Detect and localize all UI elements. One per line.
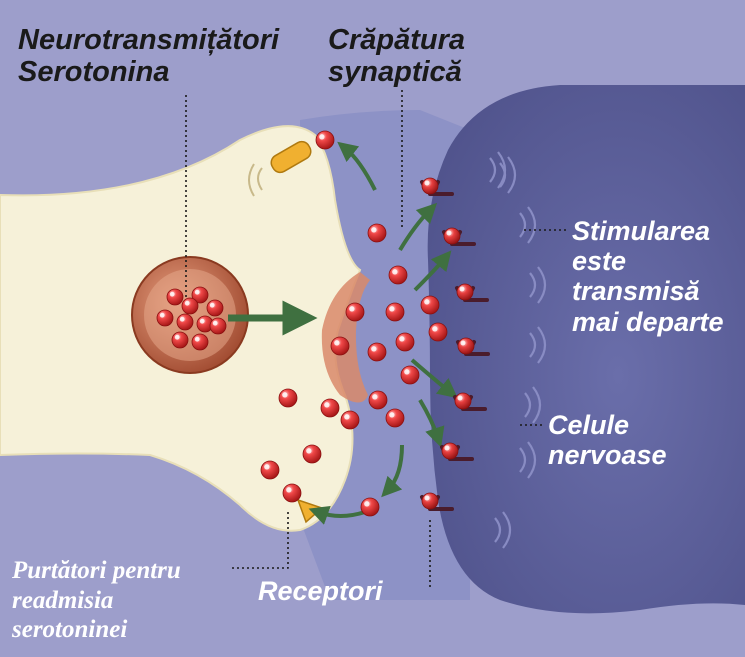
serotonin-molecule-icon xyxy=(361,498,379,516)
serotonin-molecule-icon xyxy=(346,303,364,321)
reuptake-carriers-label-line1: Purtători pentru xyxy=(12,556,181,586)
serotonin-molecule-icon xyxy=(279,389,297,407)
neurotransmitters-label-line1: Neurotransmițători xyxy=(18,24,279,56)
serotonin-molecule-icon xyxy=(368,224,386,242)
reuptake-carriers-label-line3: serotoninei xyxy=(12,615,181,645)
vesicle-serotonin-molecule-icon xyxy=(182,298,198,314)
vesicle-serotonin-molecule-icon xyxy=(207,300,223,316)
serotonin-molecule-icon xyxy=(386,409,404,427)
stimulation-label-line2: este xyxy=(572,246,724,276)
stimulation-label-line1: Stimularea xyxy=(572,216,724,246)
vesicle-serotonin-molecule-icon xyxy=(172,332,188,348)
serotonin-molecule-icon xyxy=(369,391,387,409)
vesicle-serotonin-molecule-icon xyxy=(167,289,183,305)
vesicle-serotonin-molecule-icon xyxy=(192,334,208,350)
stimulation-label-line4: mai departe xyxy=(572,307,724,337)
serotonin-molecule-icon xyxy=(303,445,321,463)
serotonin-molecule-icon xyxy=(321,399,339,417)
serotonin-molecule-icon xyxy=(283,484,301,502)
serotonin-molecule-icon xyxy=(368,343,386,361)
synaptic-cleft-label: Crăpătura synaptică xyxy=(328,24,465,89)
vesicle-serotonin-molecule-icon xyxy=(177,314,193,330)
serotonin-molecule-icon xyxy=(341,411,359,429)
receptors-label: Receptori xyxy=(258,576,383,606)
stimulation-label-line3: transmisă xyxy=(572,276,724,306)
reuptake-carriers-label: Purtători pentru readmisia serotoninei xyxy=(12,556,181,645)
serotonin-molecule-icon xyxy=(401,366,419,384)
synaptic-cleft-label-line1: Crăpătura xyxy=(328,24,465,56)
serotonin-molecule-icon xyxy=(386,303,404,321)
serotonin-molecule-icon xyxy=(316,131,334,149)
neurotransmitters-label: Neurotransmițători Serotonina xyxy=(18,24,279,89)
serotonin-molecule-icon xyxy=(389,266,407,284)
vesicle-serotonin-molecule-icon xyxy=(157,310,173,326)
receptors-label-text: Receptori xyxy=(258,576,383,606)
serotonin-molecule-icon xyxy=(421,296,439,314)
reuptake-carriers-label-line2: readmisia xyxy=(12,586,181,616)
synaptic-cleft-label-line2: synaptică xyxy=(328,56,465,88)
nerve-cells-label-line2: nervoase xyxy=(548,440,667,470)
serotonin-molecule-icon xyxy=(331,337,349,355)
serotonin-molecule-icon xyxy=(429,323,447,341)
stimulation-label: Stimularea este transmisă mai departe xyxy=(572,216,724,337)
postsynaptic-neuron xyxy=(428,85,745,613)
nerve-cells-label-line1: Celule xyxy=(548,410,667,440)
serotonin-molecule-icon xyxy=(396,333,414,351)
neurotransmitters-label-line2: Serotonina xyxy=(18,56,279,88)
vesicle-serotonin-molecule-icon xyxy=(210,318,226,334)
nerve-cells-label: Celule nervoase xyxy=(548,410,667,470)
serotonin-molecule-icon xyxy=(261,461,279,479)
